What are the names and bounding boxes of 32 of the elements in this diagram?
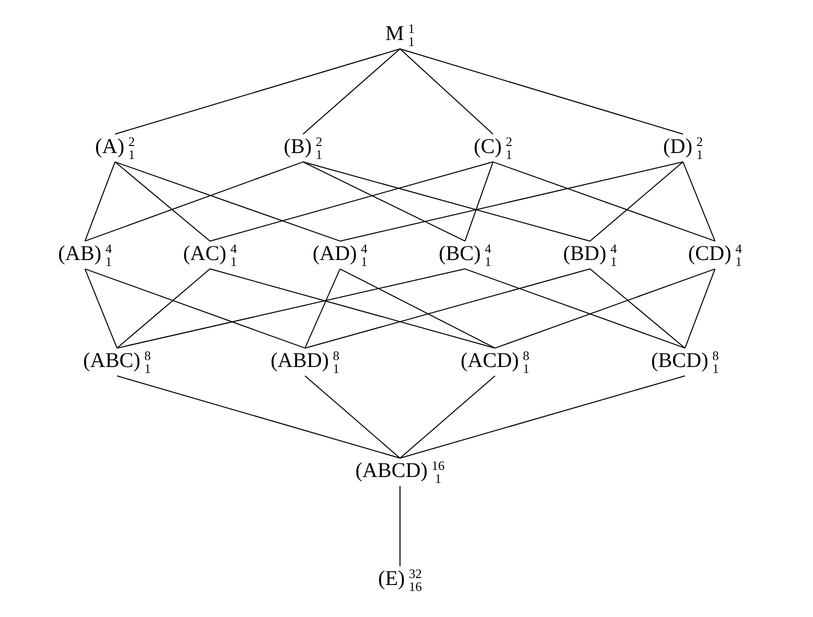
connector-line	[464, 161, 494, 242]
connector-line	[684, 268, 716, 349]
connector-line	[114, 161, 210, 242]
connector-line	[210, 268, 496, 349]
connector-line	[116, 268, 466, 349]
connector-line	[590, 161, 684, 242]
connector-line	[210, 161, 494, 242]
connector-line	[400, 375, 496, 459]
connector-line	[302, 161, 590, 242]
connector-line	[116, 268, 210, 349]
connector-line	[304, 268, 590, 349]
connector-line	[304, 375, 400, 459]
connector-line	[682, 161, 716, 242]
connector-line	[400, 375, 686, 459]
connector-line	[340, 161, 684, 242]
connector-line	[84, 268, 118, 349]
connector-line	[400, 48, 684, 135]
connector-line	[84, 268, 306, 349]
connector-line	[340, 268, 496, 349]
connector-line	[494, 268, 716, 349]
connector-line	[590, 268, 686, 349]
connector-line	[400, 48, 494, 135]
connector-line	[114, 48, 400, 135]
connector-line	[304, 268, 340, 349]
connector-line	[114, 161, 340, 242]
connector-line	[302, 48, 400, 135]
connector-line	[492, 161, 716, 242]
connector-line	[84, 161, 116, 242]
connector-line	[302, 161, 466, 242]
connector-line	[116, 375, 400, 459]
connector-line	[84, 161, 304, 242]
connector-line	[464, 268, 686, 349]
